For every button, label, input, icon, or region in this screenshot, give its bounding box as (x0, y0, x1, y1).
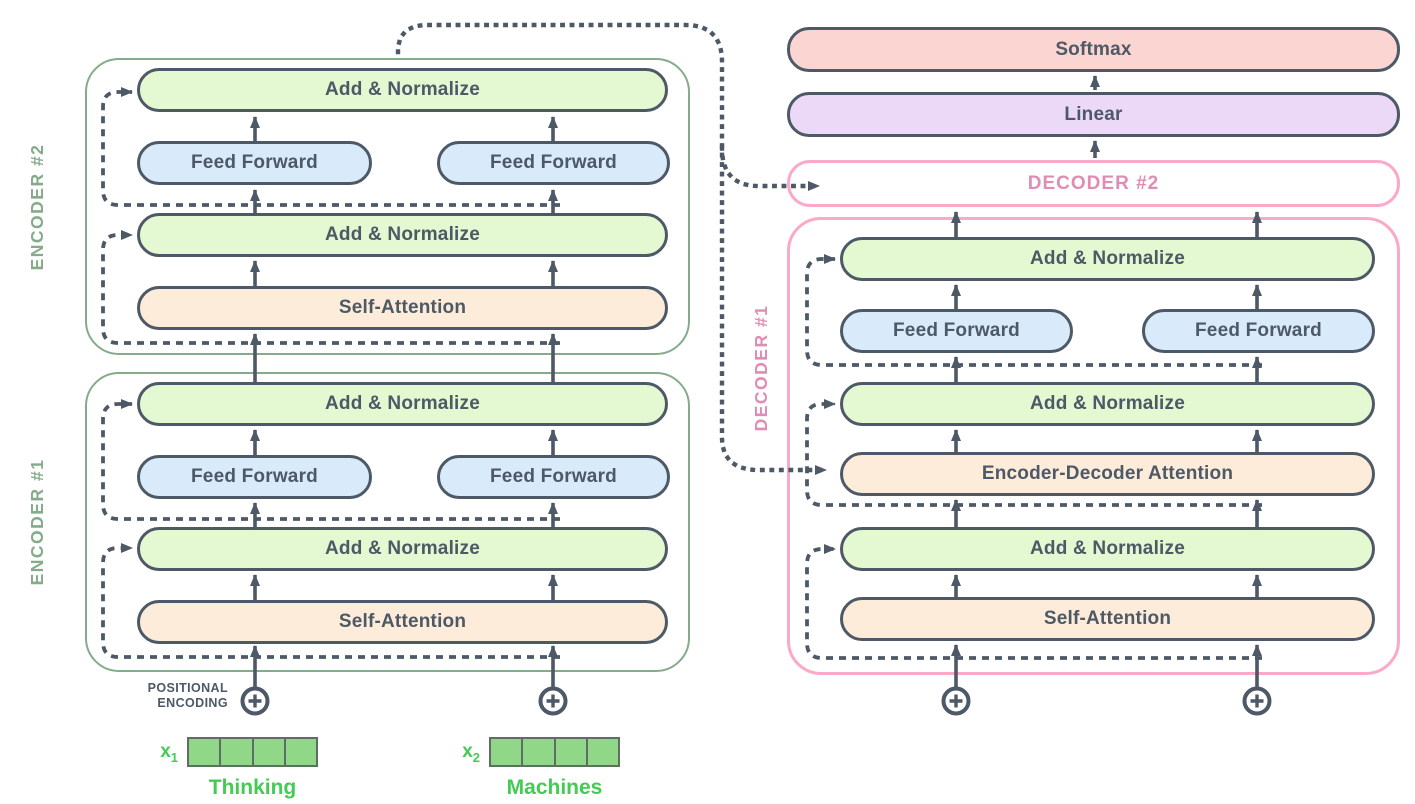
encoder2-self-attention: Self-Attention (137, 286, 668, 330)
encoder1-feed-forward-right: Feed Forward (437, 455, 670, 499)
embedding-cell (523, 739, 556, 765)
encoder1-add-normalize-top: Add & Normalize (137, 382, 668, 426)
token1-word: Thinking (208, 776, 297, 799)
encoder1-frame (85, 372, 690, 672)
x1-base: x (160, 741, 171, 762)
encoder2-add-normalize-bottom: Add & Normalize (137, 213, 668, 257)
decoder1-encoder-decoder-attention: Encoder-Decoder Attention (840, 452, 1375, 496)
encoder1-self-attention: Self-Attention (137, 600, 668, 644)
embedding-cell (189, 739, 222, 765)
token2-word: Machines (506, 776, 603, 799)
embedding-cell (588, 739, 618, 765)
decoder1-feed-forward-right: Feed Forward (1142, 309, 1375, 353)
linear-block: Linear (787, 92, 1400, 137)
decoder1-add-normalize-middle: Add & Normalize (840, 382, 1375, 426)
plus-circle-icon (941, 686, 971, 716)
encoder2-feed-forward-left: Feed Forward (137, 141, 372, 185)
x2-base: x (462, 741, 473, 762)
encoder1-label: ENCODER #1 (27, 458, 47, 586)
embedding-cell (491, 739, 524, 765)
plus-circle-icon (240, 686, 270, 716)
decoder1-add-normalize-bottom: Add & Normalize (840, 527, 1375, 571)
embedding-cell (254, 739, 286, 765)
embedding-x1-label: x1 (144, 741, 178, 765)
embedding-cell (556, 739, 588, 765)
x2-sub: 2 (472, 749, 480, 765)
positional-encoding-line2: ENCODING (157, 696, 228, 710)
encoder2-add-normalize-top: Add & Normalize (137, 68, 668, 112)
positional-encoding-caption: POSITIONAL ENCODING (98, 681, 228, 711)
embedding-cell (286, 739, 316, 765)
plus-circle-icon (538, 686, 568, 716)
embedding-x2-label: x2 (446, 741, 480, 765)
encoder1-feed-forward-left: Feed Forward (137, 455, 372, 499)
embedding-x2-vector (489, 737, 620, 767)
decoder2-label: DECODER #2 (1027, 172, 1160, 194)
decoder1-label: DECODER #1 (751, 304, 771, 432)
embedding-cell (221, 739, 254, 765)
positional-add-icons (240, 686, 1272, 716)
x1-sub: 1 (170, 749, 178, 765)
decoder1-self-attention: Self-Attention (840, 597, 1375, 641)
decoder1-feed-forward-left: Feed Forward (840, 309, 1073, 353)
softmax-block: Softmax (787, 27, 1400, 72)
positional-encoding-line1: POSITIONAL (147, 681, 228, 695)
encoder2-feed-forward-right: Feed Forward (437, 141, 670, 185)
plus-circle-icon (1242, 686, 1272, 716)
encoder1-add-normalize-bottom: Add & Normalize (137, 527, 668, 571)
encoder2-label: ENCODER #2 (27, 143, 47, 271)
embedding-x1-vector (187, 737, 318, 767)
decoder1-add-normalize-top: Add & Normalize (840, 237, 1375, 281)
